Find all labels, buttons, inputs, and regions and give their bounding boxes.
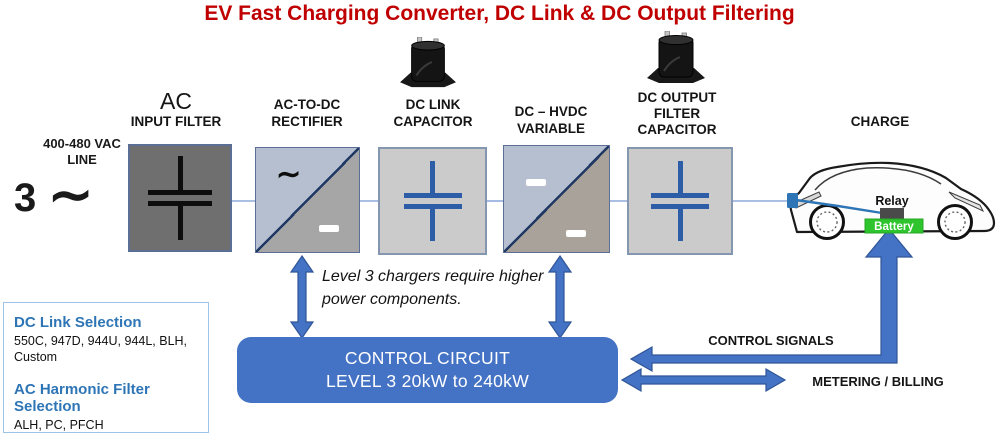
car-headlight — [948, 191, 985, 213]
label-input-filter: INPUT FILTER — [130, 114, 222, 129]
block-ac-to-dc-rectifier: ∼ — [255, 147, 360, 253]
label-dc-hvdc-2: VARIABLE — [516, 121, 586, 136]
label-dc-link-1: DC LINK — [405, 97, 461, 112]
dc-link-items-line2: Custom — [14, 350, 58, 364]
level3-note-line1: Level 3 chargers require higher — [322, 268, 544, 285]
label-dc-out-3: CAPACITOR — [637, 122, 717, 137]
car-rear-hub — [816, 211, 838, 233]
control-circuit-line2: LEVEL 3 20kW to 240kW — [325, 371, 530, 391]
minus-mark — [526, 179, 546, 186]
rectifier-control-double-arrow — [289, 254, 315, 340]
capacitor-symbol — [403, 161, 462, 241]
dc-link-selection-items: 550C, 947D, 944U, 944L, BLH, Custom — [14, 333, 198, 365]
car-front-hub — [944, 211, 966, 233]
block-ac-input-filter — [128, 144, 232, 252]
selection-panel: DC Link Selection 550C, 947D, 944U, 944L… — [3, 302, 209, 433]
label-vac: 400-480 VAC — [43, 136, 121, 151]
label-rectifier-2: RECTIFIER — [271, 114, 343, 129]
ev-car-illustration: Relay Battery — [787, 161, 996, 240]
block-dc-link-capacitor — [378, 147, 487, 255]
level3-note-line2: power components. — [322, 291, 462, 308]
dc-link-items-line1: 550C, 947D, 944U, 944L, BLH, — [14, 334, 188, 348]
sine-wave-symbol: ∼ — [48, 165, 94, 225]
three-phase-count: 3 — [14, 176, 37, 220]
label-dc-hvdc-1: DC – HVDC — [514, 104, 588, 119]
charge-port — [787, 193, 798, 208]
label-dc-out-2: FILTER — [653, 106, 701, 121]
control-circuit-line1: CONTROL CIRCUIT — [344, 348, 511, 368]
page-title: EV Fast Charging Converter, DC Link & DC… — [204, 2, 795, 25]
label-rectifier-1: AC-TO-DC — [273, 97, 341, 112]
car-window-line — [814, 167, 942, 191]
control-circuit-box: CONTROL CIRCUIT LEVEL 3 20kW to 240kW — [237, 337, 618, 403]
battery-label: Battery — [874, 221, 914, 233]
capacitor-symbol — [651, 161, 709, 241]
block-dc-hvdc-variable — [503, 145, 610, 253]
dc-output-capacitor-photo — [647, 31, 705, 83]
ac-harmonic-filter-items: ALH, PC, PFCH — [14, 418, 104, 432]
minus-mark — [566, 230, 586, 237]
label-charge: CHARGE — [850, 114, 910, 129]
label-dc-link-2: CAPACITOR — [393, 114, 473, 129]
control-signals-elbow-arrow — [629, 228, 914, 373]
battery-box — [864, 218, 924, 234]
minus-mark — [319, 225, 339, 232]
charge-cable-line — [795, 198, 883, 215]
label-line: LINE — [67, 152, 97, 167]
relay-box — [880, 208, 904, 220]
label-dc-out-1: DC OUTPUT — [637, 90, 717, 105]
hvdc-control-double-arrow — [547, 254, 573, 340]
metering-billing-double-arrow — [620, 367, 787, 393]
block-dc-output-filter-capacitor — [627, 147, 733, 255]
capacitor-symbol — [148, 156, 212, 240]
relay-label: Relay — [875, 194, 908, 208]
level3-note: Level 3 chargers require higher power co… — [322, 265, 543, 311]
dc-link-selection-title: DC Link Selection — [14, 314, 142, 331]
car-front-wheel — [937, 204, 973, 240]
label-metering-billing: METERING / BILLING — [812, 374, 944, 389]
ac-harmonic-filter-title: AC Harmonic Filter Selection — [14, 381, 150, 415]
label-control-signals: CONTROL SIGNALS — [708, 333, 834, 348]
dc-link-capacitor-photo — [400, 37, 456, 88]
label-ac: AC — [160, 88, 192, 114]
car-rear-wheel — [809, 204, 845, 240]
ac-symbol: ∼ — [276, 158, 302, 191]
